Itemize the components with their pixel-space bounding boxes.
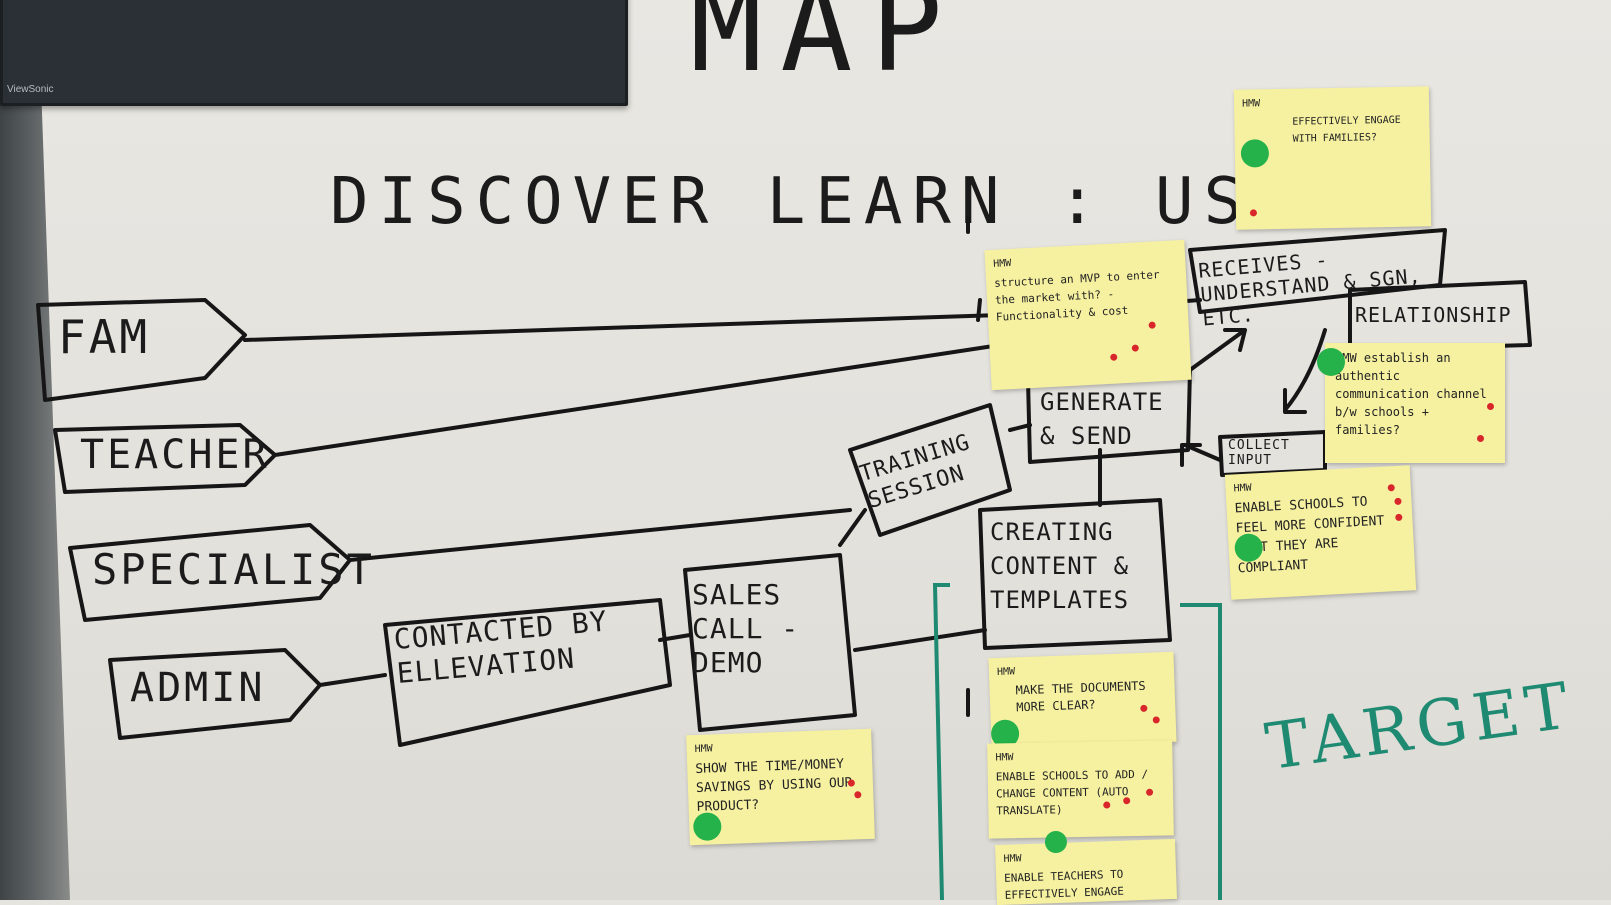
phase-heading: DISCOVER LEARN : USE xyxy=(330,165,1301,239)
green-vote-dot xyxy=(692,812,722,842)
red-vote-dot xyxy=(1394,497,1402,506)
specialist-lane xyxy=(348,508,852,562)
relationship-box xyxy=(1348,280,1532,352)
sticky-note: HMW EFFECTIVELY ENGAGE WITH FAMILIES? xyxy=(1233,86,1432,230)
red-vote-dot xyxy=(1103,801,1111,809)
green-vote-dot xyxy=(1240,139,1270,168)
sticky-note: HMW ENABLE SCHOOLS TO ADD / CHANGE CONTE… xyxy=(987,740,1174,839)
red-vote-dot xyxy=(1387,484,1395,492)
arrow-from-collect xyxy=(1180,443,1222,467)
teacher-tag-outline xyxy=(53,423,277,494)
contacted-box xyxy=(383,598,672,747)
arrow-to-collect xyxy=(1283,328,1327,414)
sticky-text: ENABLE SCHOOLS TO ADD / CHANGE CONTENT (… xyxy=(995,767,1149,818)
red-vote-dot xyxy=(1487,403,1494,410)
green-vote-dot xyxy=(1317,348,1345,376)
red-vote-dot xyxy=(1148,321,1156,329)
step-relationship: RELATIONSHIP xyxy=(1355,303,1512,327)
wall-tv: ViewSonic xyxy=(0,0,628,106)
red-vote-dot xyxy=(1123,797,1131,805)
arrow-to-receives xyxy=(1188,328,1247,372)
step-creating: CREATING CONTENT & TEMPLATES xyxy=(990,518,1130,614)
specialist-tag-outline xyxy=(68,523,352,622)
persona-teacher: TEACHER xyxy=(80,432,270,478)
green-vote-dot xyxy=(1233,533,1264,563)
admin-lane xyxy=(318,673,387,687)
target-bracket xyxy=(932,583,1222,900)
sticky-hmw: HMW xyxy=(1003,853,1022,865)
training-box xyxy=(848,403,1012,537)
red-vote-dot xyxy=(1145,788,1154,796)
red-vote-dot xyxy=(1395,513,1403,522)
sticky-text: SHOW THE TIME/MONEY SAVINGS BY USING OUR… xyxy=(695,756,853,815)
persona-admin: ADMIN xyxy=(130,665,266,711)
red-vote-dot xyxy=(1477,435,1484,442)
persona-specialist: SPECIALIST xyxy=(92,545,375,594)
red-vote-dot xyxy=(854,791,862,799)
admin-tag-outline xyxy=(108,648,322,740)
map-title: MAP xyxy=(690,0,961,99)
sticky-note: HMW establish an authentic communication… xyxy=(1317,343,1505,463)
sticky-note: HMW structure an MVP to enter the market… xyxy=(984,239,1192,391)
sticky-hmw: HMW xyxy=(995,752,1014,764)
persona-fam: FAM xyxy=(58,310,151,364)
sticky-hmw: HMW xyxy=(1241,98,1261,110)
red-vote-dot xyxy=(1131,344,1139,352)
tv-brand-label: ViewSonic xyxy=(7,84,54,95)
red-vote-dot xyxy=(1249,209,1258,217)
sticky-note: HMW SHOW THE TIME/MONEY SAVINGS BY USING… xyxy=(686,728,875,846)
sales-box xyxy=(683,553,857,732)
sticky-text: EFFECTIVELY ENGAGE WITH FAMILIES? xyxy=(1292,114,1401,145)
step-generate: GENERATE & SEND xyxy=(1040,388,1164,450)
sticky-note: HMW ENABLE TEACHERS TO EFFECTIVELY ENGAG… xyxy=(995,830,1177,905)
step-collect-input: COLLECT INPUT xyxy=(1228,438,1290,468)
teacher-lane xyxy=(273,343,1002,457)
sticky-note: HMW MAKE THE DOCUMENTS MORE CLEAR? xyxy=(988,651,1177,749)
sticky-note: HMW ENABLE SCHOOLS TO FEEL MORE CONFIDEN… xyxy=(1224,465,1417,600)
red-vote-dot xyxy=(847,779,856,787)
sticky-hmw: HMW xyxy=(1233,482,1252,495)
red-vote-dot xyxy=(1110,353,1118,361)
red-vote-dot xyxy=(1152,716,1160,724)
sticky-text: structure an MVP to enter the market wit… xyxy=(993,268,1160,324)
sticky-text: HMW establish an authentic communication… xyxy=(1335,351,1487,437)
fam-tag-outline xyxy=(36,298,247,402)
sticky-hmw: HMW xyxy=(694,743,713,755)
step-sales-call: SALES CALL -DEMO xyxy=(692,578,800,679)
sticky-text: ENABLE TEACHERS TO EFFECTIVELY ENGAGE xyxy=(1003,867,1125,902)
